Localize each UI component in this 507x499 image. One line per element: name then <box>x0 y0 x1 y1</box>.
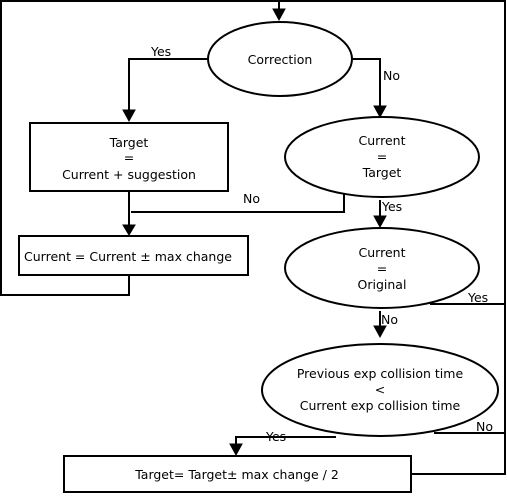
node-target-current-plus-suggestion: Target = Current + suggestion <box>29 122 229 192</box>
node-target-half-max-change: Target= Target± max change / 2 <box>63 455 412 493</box>
edge-loop-back <box>0 0 506 304</box>
edge-label-collision-yes: Yes <box>265 429 286 444</box>
node-collision-time-comparison: Previous exp collision time < Current ex… <box>261 343 499 437</box>
node-current-max-change: Current = Current ± max change <box>18 235 249 276</box>
edge-current-original-yes: Yes <box>411 290 506 475</box>
node-collision-line-3: Current exp collision time <box>300 398 461 413</box>
node-current-original-line-1: Current <box>359 245 406 260</box>
edge-label-current-original-yes: Yes <box>467 290 488 305</box>
edge-collision-yes: Yes <box>229 429 336 457</box>
node-target-half-max-change-label: Target= Target± max change / 2 <box>134 467 339 482</box>
node-collision-line-2: < <box>375 382 385 397</box>
edge-correction-yes: Yes <box>122 44 209 123</box>
edge-target-suggestion-to-max-change <box>122 191 136 236</box>
node-correction: Correction <box>207 21 353 97</box>
edge-label-current-original-no: No <box>381 312 398 327</box>
node-correction-label: Correction <box>248 52 313 67</box>
node-target-suggestion-line-1: Target <box>109 135 149 150</box>
edge-collision-no: No <box>434 419 505 434</box>
node-current-target-line-1: Current <box>359 133 406 148</box>
edge-label-current-target-yes: Yes <box>381 199 402 214</box>
edge-label-current-target-no: No <box>243 191 260 206</box>
edge-current-target-no: No <box>131 191 345 213</box>
node-current-original-line-3: Original <box>358 277 407 292</box>
node-current-equals-original: Current = Original <box>284 227 480 309</box>
node-current-target-line-2: = <box>377 149 387 164</box>
node-collision-line-1: Previous exp collision time <box>297 366 464 381</box>
node-current-max-change-label: Current = Current ± max change <box>24 249 232 264</box>
edge-entry-to-correction <box>272 0 286 22</box>
edge-current-target-yes: Yes <box>373 199 402 229</box>
edge-correction-no: No <box>351 58 400 119</box>
node-target-suggestion-line-2: = <box>124 150 134 165</box>
edge-label-correction-no: No <box>383 68 400 83</box>
edge-current-original-no: No <box>373 311 398 339</box>
node-current-original-line-2: = <box>377 261 387 276</box>
node-current-target-line-3: Target <box>362 165 402 180</box>
edge-label-collision-no: No <box>476 419 493 434</box>
node-current-equals-target: Current = Target <box>284 116 480 198</box>
node-target-suggestion-line-3: Current + suggestion <box>62 167 196 182</box>
edge-label-correction-yes: Yes <box>150 44 171 59</box>
